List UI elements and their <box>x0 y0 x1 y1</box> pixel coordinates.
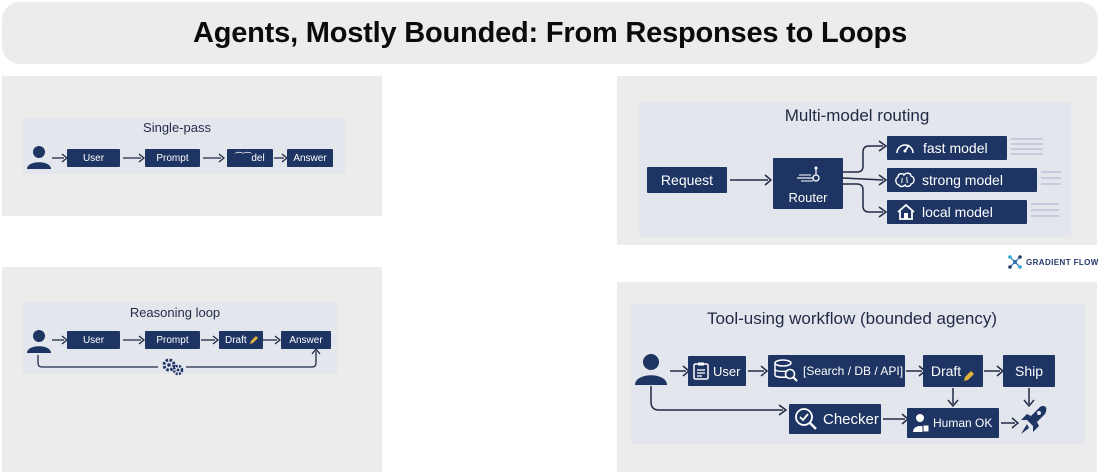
draft-label: Draft <box>930 363 962 379</box>
strong-model-label: strong model <box>922 172 1003 188</box>
loop-path <box>650 386 788 416</box>
routing-title: Multi-model routing <box>784 106 930 125</box>
answer-node: Answer <box>287 149 333 167</box>
arrow <box>263 335 281 345</box>
draft-node: Draft <box>219 331 263 349</box>
ship-node: Ship <box>1003 355 1055 387</box>
answer-node: Answer <box>281 331 331 349</box>
database-search-icon <box>774 359 798 382</box>
checker-label: Checker <box>823 410 879 428</box>
person-icon <box>633 352 669 386</box>
arrow <box>748 365 768 377</box>
tool-workflow-title: Tool-using workflow (bounded agency) <box>706 309 998 328</box>
clipboard-icon <box>693 362 709 380</box>
arrow <box>670 365 690 377</box>
reasoning-loop-title: Reasoning loop <box>129 305 221 320</box>
person-icon <box>26 144 52 170</box>
search-node: [Search / DB / API] <box>768 355 905 387</box>
gauge-icon <box>896 144 914 154</box>
person-icon <box>26 328 52 354</box>
speed-lines <box>1011 138 1043 155</box>
gears-icon <box>161 356 185 376</box>
gradient-flow-logo: GRADIENT FLOW <box>1008 255 1099 269</box>
arrow <box>984 365 1004 377</box>
prompt-node: Prompt <box>145 331 200 349</box>
tool-workflow-panel: Tool-using workflow (bounded agency) Use… <box>617 282 1097 472</box>
single-pass-panel: Single-pass User Prompt ⁀⁀del Answer <box>2 76 382 216</box>
model-node: ⁀⁀del <box>227 149 273 167</box>
local-model-label: local model <box>922 204 993 220</box>
human-ok-label: Human OK <box>933 416 993 430</box>
arrow <box>730 174 772 186</box>
pencil-icon <box>249 336 258 344</box>
prompt-node: Prompt <box>145 149 200 167</box>
arrow <box>203 153 225 163</box>
fast-model-node: fast model <box>887 136 1007 160</box>
header-banner: Agents, Mostly Bounded: From Responses t… <box>2 2 1098 64</box>
user-node: User <box>67 149 120 167</box>
human-ok-node: Human OK <box>907 408 999 438</box>
home-icon <box>897 204 915 220</box>
arrow <box>274 153 288 163</box>
arrow <box>1023 388 1035 408</box>
arrow <box>1001 417 1019 429</box>
arrow <box>123 335 145 345</box>
checker-node: Checker <box>789 404 881 434</box>
user-node: User <box>688 356 746 386</box>
arrow <box>947 388 959 408</box>
arrow <box>123 153 145 163</box>
brain-icon <box>895 172 915 188</box>
router-icon <box>797 166 820 182</box>
single-pass-title: Single-pass <box>143 120 211 135</box>
search-label: [Search / DB / API] <box>803 364 904 378</box>
magnifier-check-icon <box>795 408 817 430</box>
fast-model-label: fast model <box>923 140 988 156</box>
request-node: Request <box>647 167 727 193</box>
page-title: Agents, Mostly Bounded: From Responses t… <box>192 16 907 49</box>
speed-lines <box>1031 203 1059 217</box>
pencil-icon <box>964 371 975 381</box>
router-fanout-arrows <box>843 140 888 218</box>
human-icon <box>913 414 930 433</box>
router-label: Router <box>788 190 828 205</box>
multi-model-routing-panel: Multi-model routing Request Router fast … <box>617 76 1097 245</box>
loop-path <box>37 349 321 368</box>
strong-model-node: strong model <box>887 168 1037 192</box>
arrow <box>52 335 68 345</box>
rocket-icon <box>1017 404 1049 442</box>
user-label: User <box>713 363 741 379</box>
draft-node: Draft <box>923 355 983 387</box>
brand-label: GRADIENT FLOW <box>1026 257 1099 267</box>
draft-label: Draft <box>225 334 247 346</box>
arrow <box>201 335 219 345</box>
arrow <box>883 413 909 425</box>
local-model-node: local model <box>887 200 1027 224</box>
reasoning-loop-panel: Reasoning loop User Prompt Draft Answer <box>2 267 382 472</box>
arrow <box>52 153 68 163</box>
router-node: Router <box>773 158 843 209</box>
network-logo-icon <box>1008 255 1022 269</box>
user-node: User <box>67 331 120 349</box>
speed-lines <box>1041 171 1061 185</box>
